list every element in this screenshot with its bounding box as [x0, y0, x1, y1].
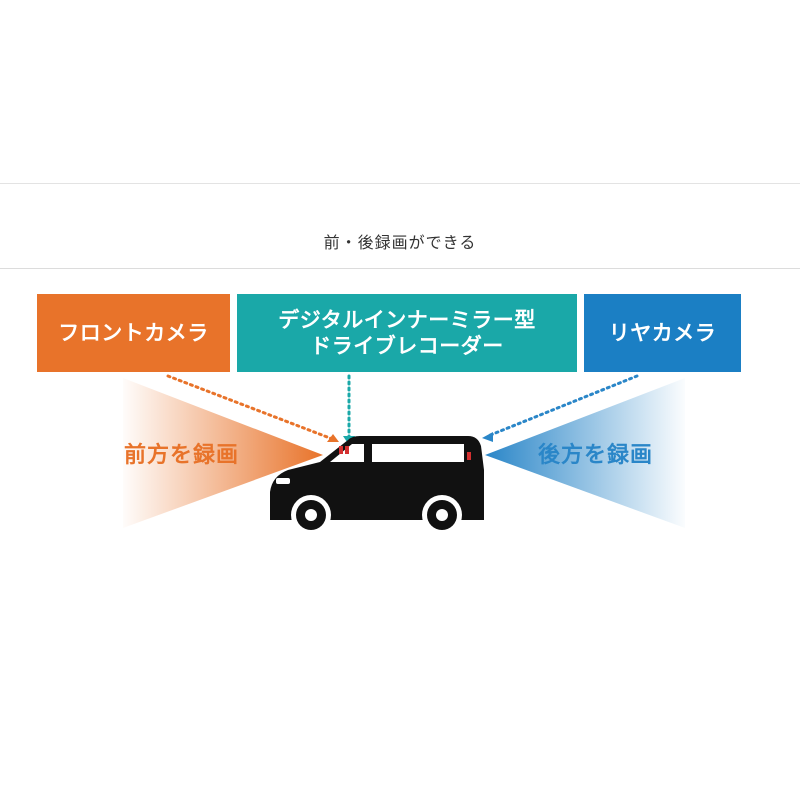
mirror-recorder-text-line2: ドライブレコーダー	[310, 334, 504, 358]
side-window	[372, 444, 464, 462]
mirror-marker	[345, 446, 349, 454]
rear-view-cone	[485, 378, 685, 528]
rear-camera-connector	[486, 374, 639, 438]
front-connector-arrowhead	[327, 434, 339, 442]
mirror-recorder-label: デジタルインナーミラー型 ドライブレコーダー	[237, 294, 577, 372]
rear-camera-label: リヤカメラ	[584, 294, 741, 372]
front-camera-marker	[339, 446, 343, 454]
headlight	[276, 478, 290, 484]
mirror-recorder-text-line1: デジタルインナーミラー型	[278, 307, 536, 332]
front-camera-connector	[166, 374, 337, 442]
rear-camera-marker	[467, 452, 471, 460]
front-camera-label: フロントカメラ	[37, 294, 230, 372]
top-divider	[0, 183, 800, 184]
front-recording-label: 前方を録画	[124, 443, 240, 468]
section-heading: 前・後録画ができる	[323, 233, 477, 252]
front-view-cone	[123, 378, 323, 528]
rear-recording-label: 後方を録画	[538, 443, 654, 468]
van-icon	[270, 436, 484, 535]
rear-connector-arrowhead	[482, 432, 493, 442]
front-camera-text: フロントカメラ	[58, 320, 209, 345]
heading-divider	[0, 268, 800, 269]
rear-camera-text: リヤカメラ	[608, 320, 717, 345]
